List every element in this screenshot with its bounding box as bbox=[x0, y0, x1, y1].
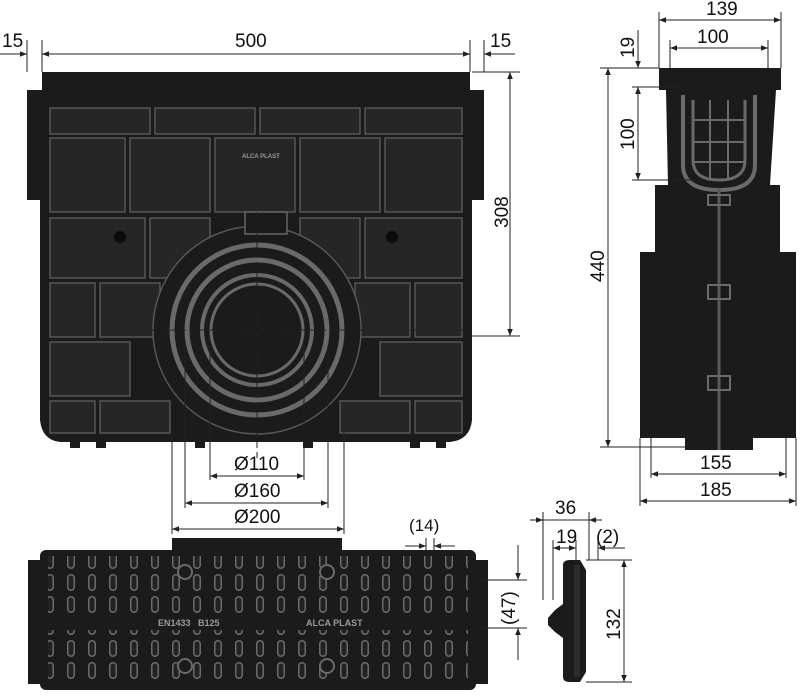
grate-section-dimensions: 36 19 (2) 132 bbox=[530, 498, 632, 683]
dim-section-grate: 19 bbox=[556, 527, 577, 548]
dim-base-inner: 155 bbox=[700, 453, 732, 474]
grate-top-view: EN1433 B125 ALCA PLAST bbox=[28, 538, 488, 690]
dim-section-height: 132 bbox=[604, 608, 625, 640]
side-dimensions: 139 100 19 100 440 155 185 bbox=[588, 0, 797, 506]
dim-right-margin: 15 bbox=[490, 31, 511, 52]
front-dimensions: 15 500 15 308 Ø110 Ø160 Ø200 bbox=[0, 31, 520, 534]
dim-slot: (14) bbox=[409, 516, 439, 535]
front-right-ear bbox=[466, 90, 484, 200]
dim-top-width: 139 bbox=[706, 0, 738, 20]
dim-width: 500 bbox=[235, 31, 267, 52]
front-left-hole bbox=[114, 231, 126, 243]
dim-inner-width: 100 bbox=[697, 27, 729, 48]
grate-logo: ALCA PLAST bbox=[306, 618, 363, 628]
dim-total-height: 440 bbox=[588, 250, 609, 282]
dim-section-gap: (2) bbox=[596, 527, 619, 548]
front-top-rim bbox=[42, 72, 470, 90]
dim-d110: Ø110 bbox=[234, 454, 279, 475]
dim-d200: Ø200 bbox=[234, 507, 280, 528]
dim-base-outer: 185 bbox=[700, 480, 732, 501]
dim-height: 308 bbox=[492, 196, 513, 228]
front-right-hole bbox=[386, 231, 398, 243]
dim-inner-depth: 100 bbox=[618, 118, 639, 150]
side-view bbox=[640, 68, 796, 450]
dim-section-total: 36 bbox=[555, 498, 576, 519]
dim-left-margin: 15 bbox=[2, 31, 23, 52]
front-top-tab bbox=[244, 211, 288, 235]
front-logo: ALCA PLAST bbox=[242, 154, 280, 160]
grate-marking-left: EN1433 bbox=[158, 618, 191, 628]
front-feet bbox=[70, 440, 446, 448]
dim-side: (47) bbox=[499, 591, 520, 625]
front-left-ear bbox=[27, 90, 45, 200]
dim-d160: Ø160 bbox=[234, 481, 280, 502]
grate-top-dimensions: (14) (47) bbox=[405, 516, 527, 660]
grate-marking-class: B125 bbox=[198, 618, 220, 628]
dim-frame: 19 bbox=[618, 37, 639, 58]
grate-section-view bbox=[548, 560, 586, 682]
front-view: ALCA PLAST bbox=[27, 72, 484, 460]
